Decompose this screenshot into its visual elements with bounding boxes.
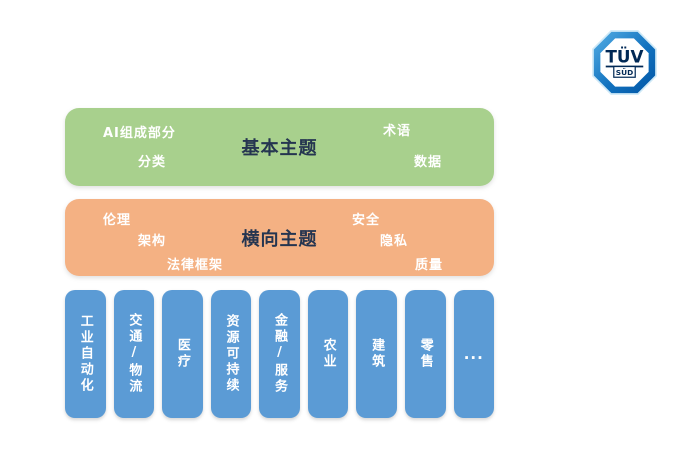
label-quality: 质量 [415, 258, 444, 273]
sector-retail: 零售 [404, 290, 446, 418]
label-ai-components: AI组成部分 [103, 126, 176, 141]
label-architecture: 架构 [138, 234, 167, 249]
horizontal-topics-title: 横向主题 [241, 228, 318, 250]
sector-transport-logistics: 交通/物流 [113, 290, 155, 418]
logo-text-tuv: TÜV [606, 46, 644, 67]
logo-text-sud: SÜD [616, 68, 633, 77]
label-legal-framework: 法律框架 [167, 258, 224, 273]
sector-agriculture: 农业 [307, 290, 349, 418]
sector-industrial-automation: 工业自动化 [65, 290, 106, 418]
sector-label: 医疗 [174, 338, 190, 370]
basic-topics-title: 基本主题 [241, 138, 318, 159]
label-terminology: 术语 [383, 124, 412, 139]
sector-label: 交通/物流 [126, 313, 142, 395]
label-privacy: 隐私 [380, 234, 409, 249]
sector-label: 零售 [417, 338, 433, 370]
label-data: 数据 [414, 155, 443, 170]
sector-label: 农业 [320, 338, 336, 370]
sector-finance-services: 金融/服务 [259, 290, 300, 418]
sector-label: 金融/服务 [272, 313, 288, 395]
sector-bars-row: 工业自动化 交通/物流 医疗 资源可持续 金融/服务 农业 建筑 零售 ... [65, 290, 495, 418]
tuv-sud-logo-icon: TÜV SÜD [592, 30, 657, 95]
label-ethics: 伦理 [103, 213, 132, 228]
sector-more: ... [453, 290, 495, 418]
horizontal-topics-box: 横向主题 伦理 架构 法律框架 安全 隐私 质量 [65, 199, 494, 276]
label-security: 安全 [352, 213, 381, 228]
label-classification: 分类 [138, 155, 167, 170]
sector-medical: 医疗 [162, 290, 203, 418]
basic-topics-box: 基本主题 AI组成部分 分类 术语 数据 [65, 108, 494, 186]
sector-label: 资源可持续 [223, 314, 239, 394]
sector-construction: 建筑 [356, 290, 397, 418]
sector-resource-sustainability: 资源可持续 [210, 290, 252, 418]
sector-label: 建筑 [369, 338, 385, 370]
sector-label-ellipsis: ... [463, 344, 484, 363]
sector-label: 工业自动化 [77, 314, 93, 394]
